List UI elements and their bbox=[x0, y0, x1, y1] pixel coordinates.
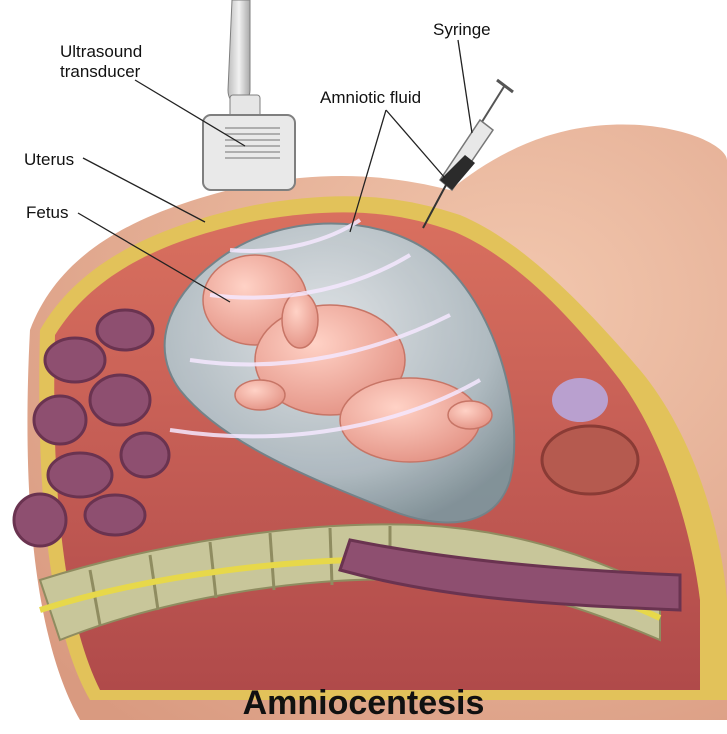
cervix bbox=[542, 426, 638, 494]
bladder bbox=[552, 378, 608, 422]
ultrasound-transducer-label-line2: transducer bbox=[60, 62, 142, 82]
fetus-label: Fetus bbox=[26, 203, 69, 223]
syringe-label: Syringe bbox=[433, 20, 491, 40]
ultrasound-transducer bbox=[203, 0, 295, 190]
diagram-title: Amniocentesis bbox=[0, 684, 727, 723]
uterus-label: Uterus bbox=[24, 150, 74, 170]
amniotic-fluid-label: Amniotic fluid bbox=[320, 88, 421, 108]
ultrasound-transducer-label: Ultrasound transducer bbox=[60, 42, 142, 82]
ultrasound-transducer-label-line1: Ultrasound bbox=[60, 42, 142, 62]
